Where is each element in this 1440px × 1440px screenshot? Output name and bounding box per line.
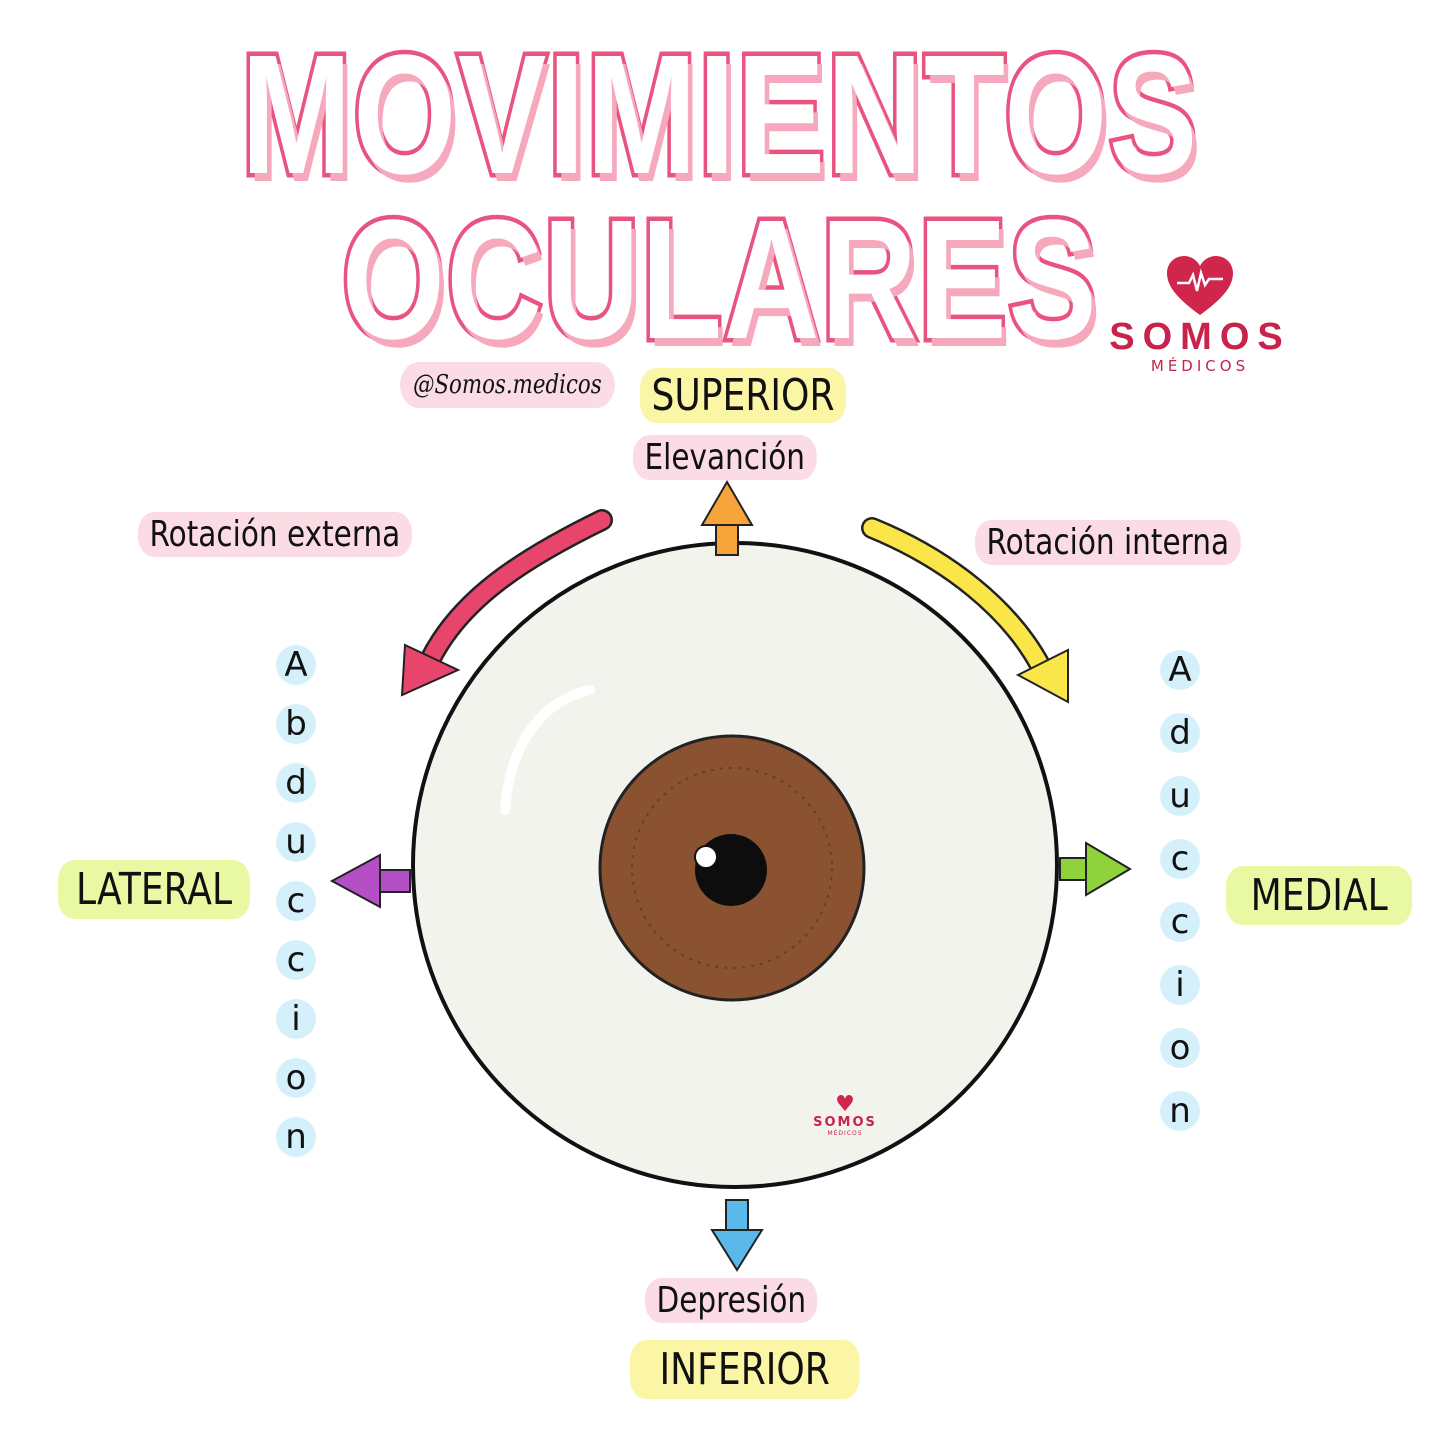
label-lateral: LATERAL [58,860,251,919]
social-handle: @Somos.medicos [400,362,615,408]
letter: n [1160,1091,1200,1131]
watermark-logo: ♥ SOMOS MÉDICOS [810,1092,880,1138]
label-superior: SUPERIOR [640,368,847,423]
rotation-internal-arrow-icon [861,517,1069,704]
label-medial: MEDIAL [1226,866,1413,925]
rotation-external-arrow-icon [400,509,613,697]
letter: c [276,881,316,921]
arrow-left-icon [329,853,411,909]
aduccion-vertical-label: A d u c c i o n [1160,650,1200,1131]
label-rotacion-interna: Rotación interna [975,520,1241,565]
heart-pulse-icon [1167,256,1233,315]
letter: i [276,999,316,1039]
letter: u [1160,776,1200,816]
letter: d [276,763,316,803]
pupil-highlight [694,845,718,869]
label-rotacion-externa: Rotación externa [138,512,412,557]
label-elevacion: Elevanción [633,435,817,480]
label-depresion: Depresión [645,1278,818,1323]
letter: o [276,1058,316,1098]
label-inferior: INFERIOR [630,1340,860,1399]
arrow-right-icon [1059,841,1132,897]
brand-logo: SOMOS MÉDICOS [1105,255,1295,375]
watermark-name: SOMOS [813,1115,877,1130]
letter: A [276,645,316,685]
heart-icon: ♥ [835,1092,855,1117]
title-line-1: MOVIMIENTOS [238,20,1201,210]
letter: c [1160,839,1200,879]
title-line-2: OCULARES [338,185,1100,375]
letter: o [1160,1028,1200,1068]
pupil [695,834,767,906]
arrow-down-icon [710,1199,764,1272]
letter: c [1160,902,1200,942]
abduccion-vertical-label: A b d u c c i o n [276,645,316,1157]
letter: A [1160,650,1200,690]
logo-subtitle: MÉDICOS [1150,357,1250,375]
letter: b [276,704,316,744]
letter: d [1160,713,1200,753]
letter: c [276,940,316,980]
logo-name: SOMOS [1109,316,1291,358]
letter: i [1160,965,1200,1005]
arrow-up-icon [700,480,754,556]
letter: n [276,1117,316,1157]
letter: u [276,822,316,862]
watermark-subtitle: MÉDICOS [827,1130,863,1137]
